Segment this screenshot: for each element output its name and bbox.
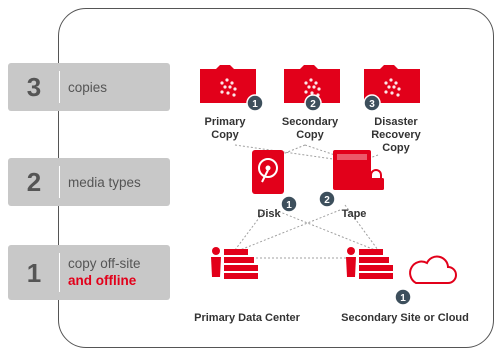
caption-line: Secondary: [281, 116, 339, 128]
badge: 1: [280, 195, 298, 213]
site-label: Secondary Site or Cloud: [341, 312, 469, 324]
svg-text:2: 2: [324, 195, 330, 206]
badge: 3: [363, 94, 381, 112]
svg-text:1: 1: [252, 99, 258, 110]
copy-caption: Primary Copy: [196, 116, 254, 142]
lock-icon: [368, 169, 384, 190]
caption-line: Copy: [296, 129, 324, 141]
hard-disk-icon: [252, 150, 284, 194]
badge: 1: [394, 288, 412, 306]
caption-line: Disaster: [374, 116, 418, 128]
copy-caption: Disaster Recovery Copy: [364, 116, 428, 155]
tape-label: Tape: [341, 208, 367, 220]
rule-number: 1: [26, 258, 42, 288]
badge: 2: [318, 190, 336, 208]
rule-offsite: 1 copy off-site and offline: [8, 245, 170, 300]
site-label: Primary Data Center: [194, 312, 300, 324]
rule-number: 2: [26, 167, 42, 197]
svg-text:2: 2: [310, 99, 316, 110]
rule-label: copies: [68, 80, 108, 95]
caption-line: Copy: [382, 142, 410, 154]
rule-media-types: 2 media types: [8, 158, 170, 206]
divider: [59, 71, 60, 103]
badge: 2: [304, 94, 322, 112]
data-center-icon: [211, 247, 258, 279]
divider: [59, 253, 60, 292]
rule-label-highlight: and offline: [68, 273, 137, 288]
cloud-icon: [409, 255, 457, 284]
tape-icon: [333, 150, 371, 190]
caption-line: Recovery: [371, 129, 421, 141]
rule-number: 3: [26, 72, 42, 102]
caption-line: Primary: [204, 116, 246, 128]
divider: [59, 166, 60, 198]
rule-label: copy off-site: [68, 256, 141, 271]
rule-label: media types: [68, 175, 141, 190]
data-center-icon: [346, 247, 393, 279]
caption-line: Copy: [211, 129, 239, 141]
copy-caption: Secondary Copy: [279, 116, 341, 142]
badges: 1 2 3 1 2 1: [246, 94, 412, 306]
folder-icon: [364, 65, 420, 103]
rule-copies: 3 copies: [8, 63, 170, 111]
folder-icon: [200, 65, 256, 103]
disk-label: Disk: [257, 208, 281, 220]
badge: 1: [246, 94, 264, 112]
svg-text:1: 1: [400, 293, 406, 304]
svg-text:3: 3: [369, 99, 375, 110]
svg-text:1: 1: [286, 200, 292, 211]
